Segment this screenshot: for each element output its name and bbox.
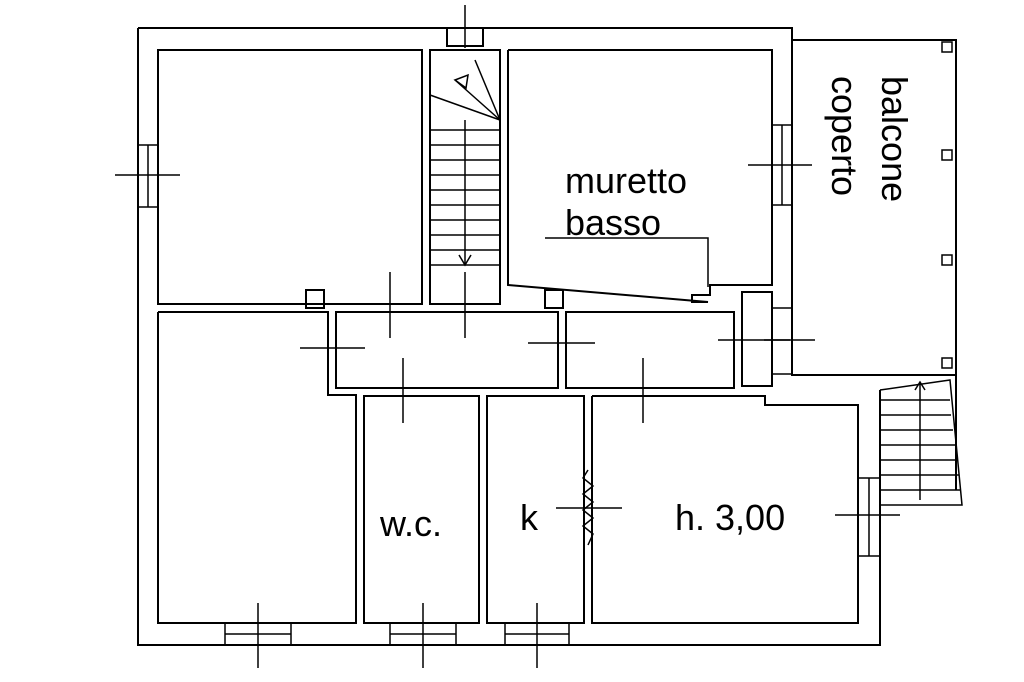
label-kitchen: k	[520, 497, 539, 538]
corridor	[305, 289, 773, 389]
label-balcone: balcone	[874, 76, 915, 202]
label-wc: w.c.	[379, 503, 442, 544]
outdoor-staircase	[879, 379, 963, 506]
room-left-middle	[157, 311, 357, 624]
label-height: h. 3,00	[675, 497, 785, 538]
room-top-left	[157, 49, 423, 305]
balcony-posts	[941, 41, 953, 369]
door-markers	[300, 5, 790, 509]
staircase-interior	[429, 27, 501, 305]
label-muretto: muretto	[565, 160, 687, 201]
windows	[115, 124, 900, 668]
partition-zigzag	[581, 469, 595, 546]
room-right	[591, 395, 859, 624]
label-coperto: coperto	[824, 76, 865, 196]
label-basso: basso	[565, 202, 661, 243]
